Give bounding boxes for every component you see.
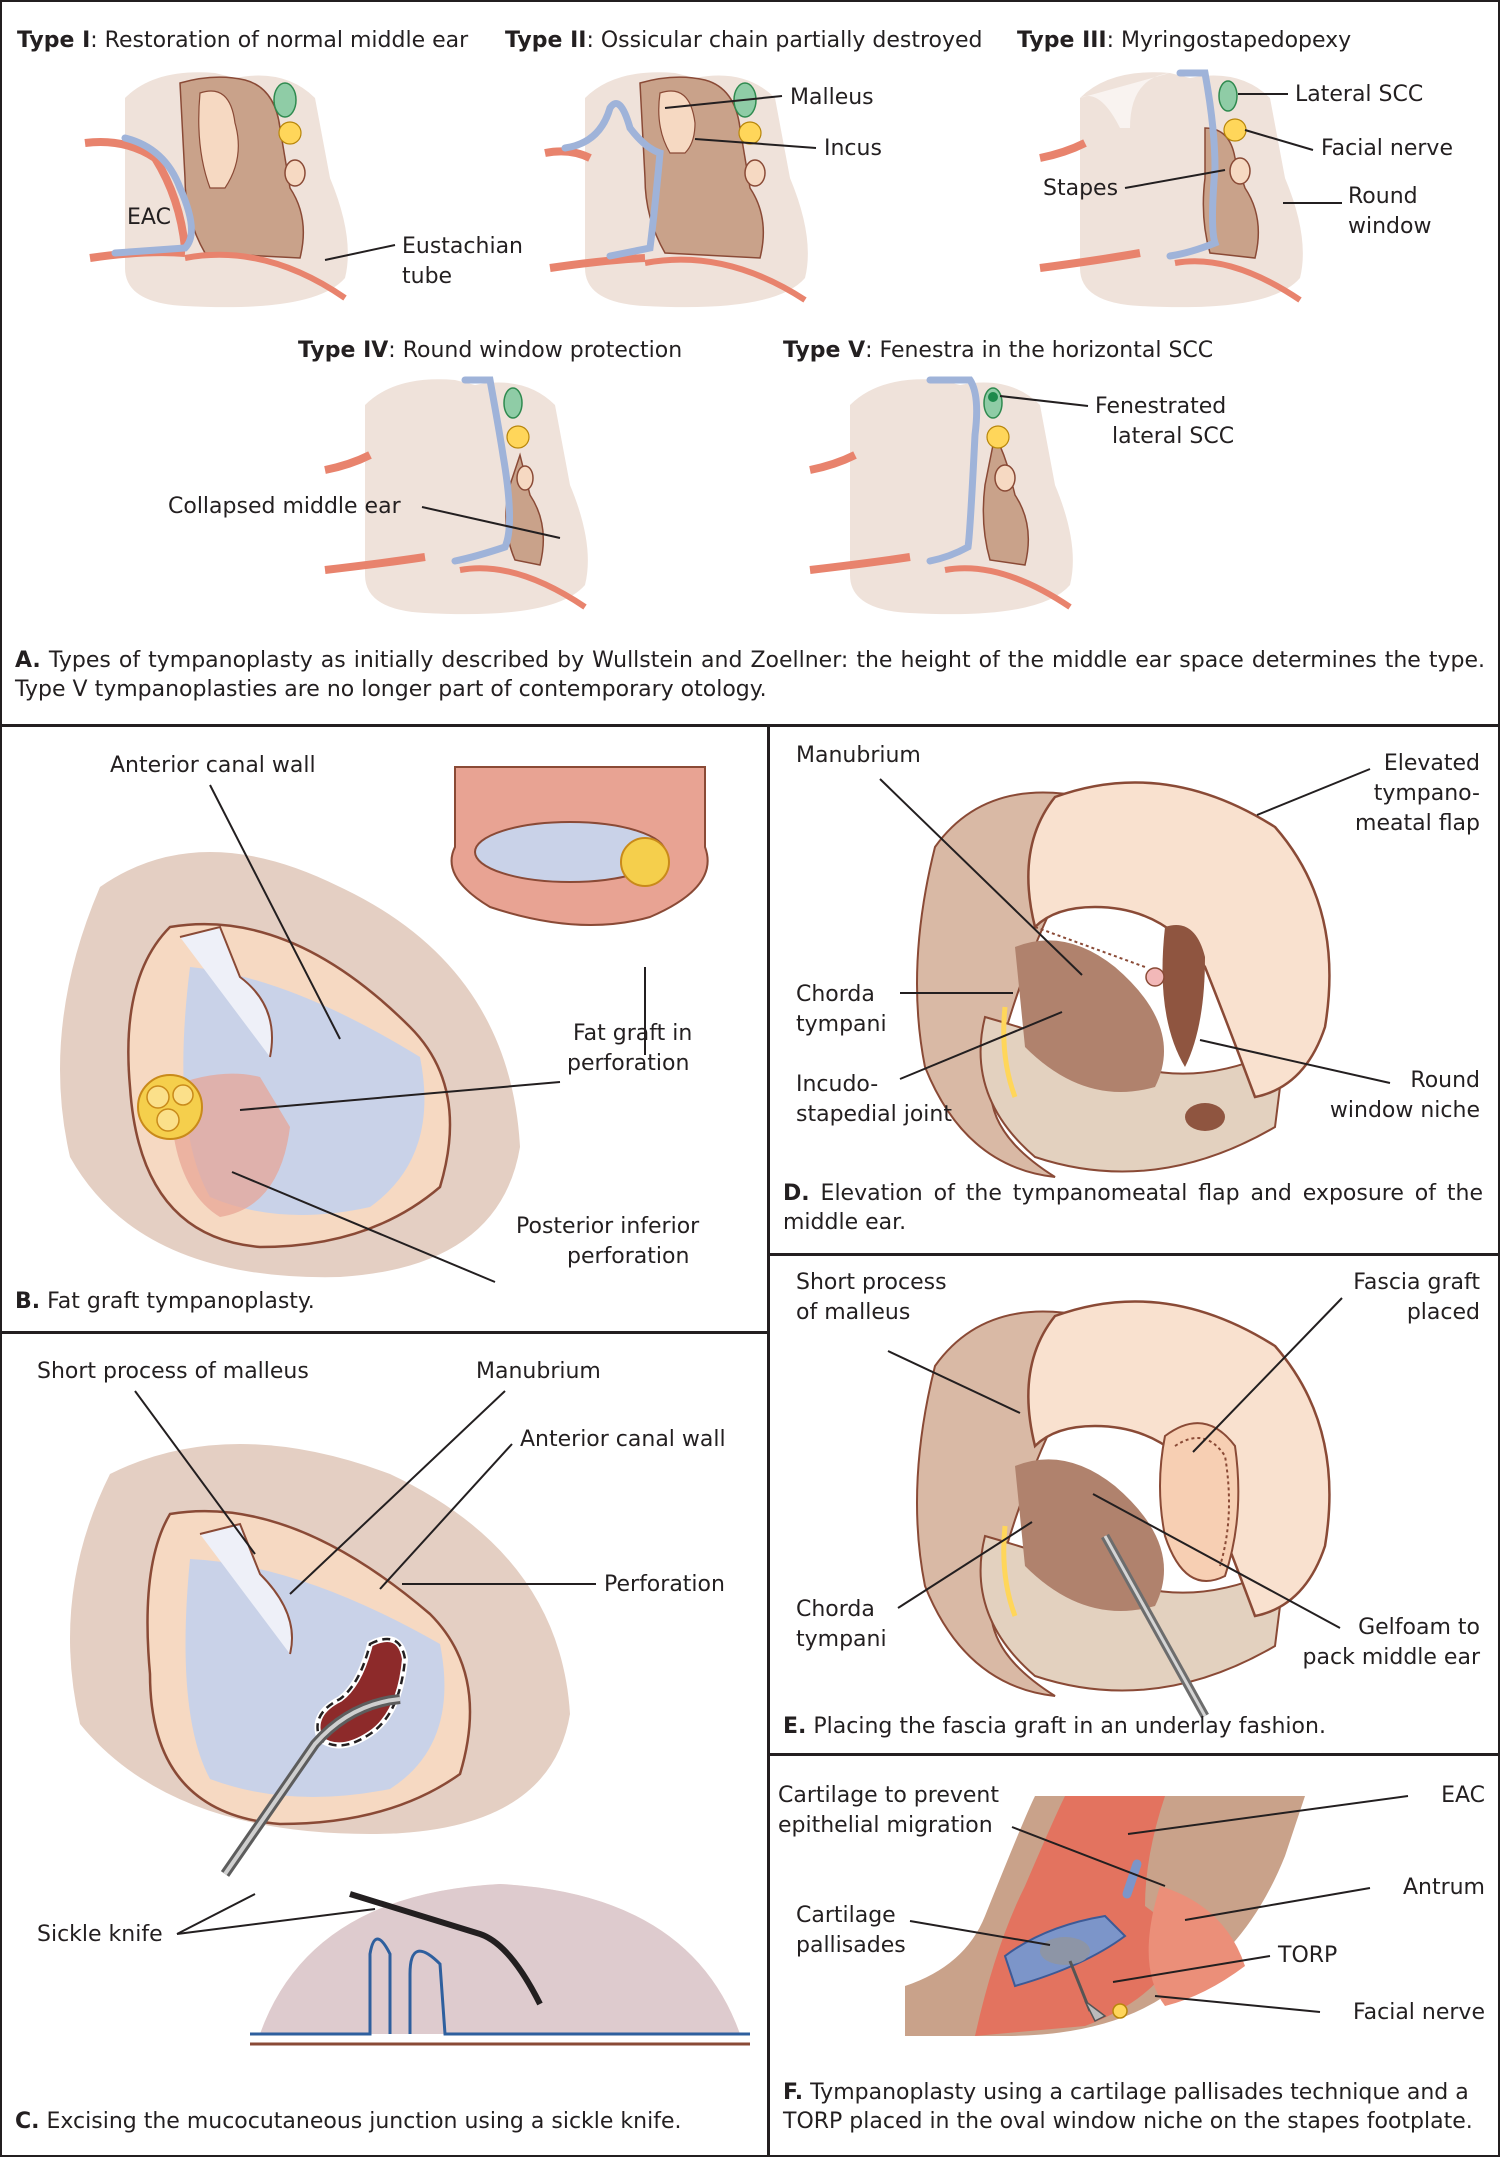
type-1-illustration bbox=[84, 72, 348, 308]
label-chorda-e: Chorda bbox=[796, 1597, 875, 1622]
label-cartilage-f: Cartilage bbox=[796, 1903, 896, 1928]
panel-d: Manubrium Elevated tympano- meatal flap … bbox=[770, 727, 1500, 1254]
label-round-d: Round bbox=[1410, 1068, 1480, 1093]
leader-eustachian bbox=[324, 244, 396, 261]
label-antrum: Antrum bbox=[1402, 1875, 1485, 1900]
panel-b: Anterior canal wall Fat graft in perfora… bbox=[0, 727, 768, 1332]
label-sickle-knife: Sickle knife bbox=[37, 1922, 163, 1947]
leaders-type-2 bbox=[664, 95, 817, 149]
type-4-title: Type IV: Round window protection bbox=[298, 338, 683, 363]
label-fenestrated: Fenestrated bbox=[1095, 394, 1227, 419]
label-pack-middle-ear: pack middle ear bbox=[1302, 1645, 1480, 1670]
label-malleus: Malleus bbox=[790, 85, 874, 110]
caption-c: C. Excising the mucocutaneous junction u… bbox=[15, 2109, 682, 2134]
divider-column bbox=[767, 724, 770, 2157]
label-stapedial-joint: stapedial joint bbox=[796, 1102, 952, 1127]
sickle-knife-illustration bbox=[70, 1444, 570, 1877]
label-incus: Incus bbox=[824, 136, 882, 161]
label-manubrium-c: Manubrium bbox=[476, 1359, 601, 1384]
leaders-panel-e bbox=[887, 1297, 1343, 1629]
divider-e-f bbox=[768, 1753, 1500, 1756]
label-tympano: tympano- bbox=[1373, 781, 1480, 806]
leaders-panel-c bbox=[134, 1390, 596, 1935]
label-fenestrated-lateral-scc: lateral SCC bbox=[1112, 424, 1235, 449]
label-tube: tube bbox=[402, 264, 453, 289]
type-3-title: Type III: Myringostapedopexy bbox=[1017, 28, 1352, 53]
label-stapes: Stapes bbox=[1043, 176, 1119, 201]
label-fascia-graft: Fascia graft bbox=[1353, 1270, 1480, 1295]
label-facial-nerve: Facial nerve bbox=[1321, 136, 1453, 161]
divider-b-c bbox=[0, 1331, 768, 1334]
leaders-panel-f bbox=[909, 1795, 1409, 2013]
caption-a: A. Types of tympanoplasty as initially d… bbox=[15, 648, 1485, 702]
label-pallisades: pallisades bbox=[796, 1933, 906, 1958]
tympanomeatal-flap-illustration bbox=[916, 781, 1331, 1178]
label-perforation: Perforation bbox=[604, 1572, 725, 1597]
panel-a: Type I: Restoration of normal middle ear… bbox=[0, 0, 1500, 725]
label-window: window bbox=[1348, 214, 1432, 239]
mucocutaneous-section bbox=[250, 1884, 750, 2046]
caption-d: D. Elevation of the tympanomeatal flap a… bbox=[783, 1181, 1484, 1235]
divider-d-e bbox=[768, 1253, 1500, 1256]
cartilage-pallisades-illustration bbox=[905, 1796, 1305, 2036]
label-fat-graft-in: Fat graft in bbox=[573, 1021, 693, 1046]
panel-c: Short process of malleus Manubrium Anter… bbox=[0, 1334, 768, 2157]
fat-graft-inset bbox=[450, 766, 709, 926]
fascia-graft-illustration bbox=[916, 1300, 1331, 1719]
type-5-title: Type V: Fenestra in the horizontal SCC bbox=[783, 338, 1214, 363]
label-anterior-canal-wall: Anterior canal wall bbox=[110, 753, 316, 778]
type-1-title: Type I: Restoration of normal middle ear bbox=[17, 28, 469, 53]
label-incudo: Incudo- bbox=[796, 1072, 879, 1097]
type-2-title: Type II: Ossicular chain partially destr… bbox=[505, 28, 983, 53]
label-eac: EAC bbox=[127, 205, 171, 230]
label-short-process: Short process bbox=[796, 1270, 947, 1295]
label-placed: placed bbox=[1406, 1300, 1480, 1325]
label-collapsed-middle-ear: Collapsed middle ear bbox=[168, 494, 401, 519]
leaders-panel-b bbox=[209, 784, 646, 1283]
label-manubrium-d: Manubrium bbox=[796, 743, 921, 768]
panel-f: Cartilage to prevent epithelial migratio… bbox=[770, 1756, 1500, 2157]
type-4-illustration bbox=[324, 376, 588, 615]
leaders-type-3 bbox=[1124, 93, 1342, 204]
caption-b: B. Fat graft tympanoplasty. bbox=[15, 1289, 315, 1314]
label-chorda-d: Chorda bbox=[796, 982, 875, 1007]
leader-fenestrated bbox=[999, 395, 1089, 407]
label-cartilage-prevent: Cartilage to prevent bbox=[778, 1783, 999, 1808]
label-posterior-inferior: Posterior inferior bbox=[516, 1214, 700, 1239]
label-facial-nerve-f: Facial nerve bbox=[1353, 2000, 1485, 2025]
type-5-illustration bbox=[809, 376, 1073, 615]
label-epithelial-migration: epithelial migration bbox=[778, 1813, 993, 1838]
caption-e: E. Placing the fascia graft in an underl… bbox=[783, 1714, 1326, 1739]
fat-graft bbox=[137, 1074, 203, 1140]
leaders-panel-d bbox=[879, 768, 1391, 1084]
caption-f: F. Tympanoplasty using a cartilage palli… bbox=[783, 2080, 1473, 2134]
label-tympani-d: tympani bbox=[796, 1012, 887, 1037]
label-of-malleus: of malleus bbox=[796, 1300, 911, 1325]
label-fat-graft-perforation: perforation bbox=[567, 1051, 690, 1076]
label-meatal-flap: meatal flap bbox=[1355, 811, 1480, 836]
label-anterior-canal-wall-c: Anterior canal wall bbox=[520, 1427, 726, 1452]
label-eac-f: EAC bbox=[1441, 1783, 1485, 1808]
label-lateral-scc: Lateral SCC bbox=[1295, 82, 1424, 107]
leader-collapsed bbox=[421, 506, 561, 539]
label-gelfoam: Gelfoam to bbox=[1358, 1615, 1480, 1640]
eardrum-illustration bbox=[60, 852, 520, 1278]
label-torp: TORP bbox=[1278, 1943, 1338, 1968]
label-eustachian: Eustachian bbox=[402, 234, 523, 259]
label-window-niche: window niche bbox=[1329, 1098, 1480, 1123]
sickle-knife-lower bbox=[349, 1891, 543, 2006]
label-round: Round bbox=[1348, 184, 1418, 209]
panel-e: Short process of malleus Fascia graft pl… bbox=[770, 1256, 1500, 1754]
label-tympani-e: tympani bbox=[796, 1627, 887, 1652]
divider-a-bottom bbox=[0, 724, 1500, 727]
label-elevated: Elevated bbox=[1383, 751, 1480, 776]
type-2-illustration bbox=[544, 72, 808, 308]
label-short-process-malleus: Short process of malleus bbox=[37, 1359, 309, 1384]
label-posterior-perforation: perforation bbox=[567, 1244, 690, 1269]
